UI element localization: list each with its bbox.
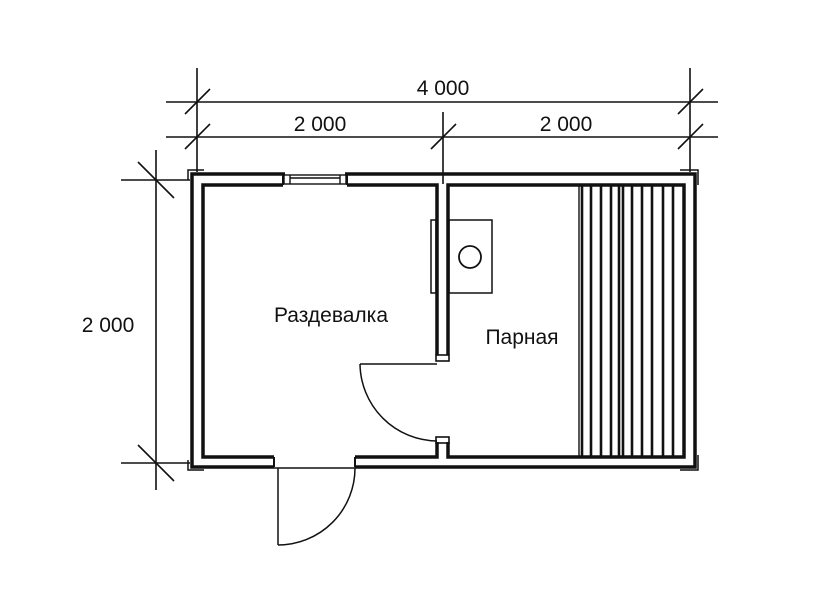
interior-door <box>359 363 438 442</box>
dim-left-segment: 2 000 <box>294 113 347 136</box>
walls <box>187 169 699 471</box>
dimension-lines <box>121 68 718 490</box>
dim-height: 2 000 <box>82 314 135 337</box>
dim-right-segment: 2 000 <box>540 113 593 136</box>
window <box>283 174 347 185</box>
dim-overall-width: 4 000 <box>417 77 470 100</box>
stove <box>430 219 493 294</box>
room-label-steam-room: Парная <box>485 326 558 349</box>
bench <box>578 185 675 457</box>
entrance-door <box>274 467 356 546</box>
room-label-changing-room: Раздевалка <box>274 304 388 327</box>
